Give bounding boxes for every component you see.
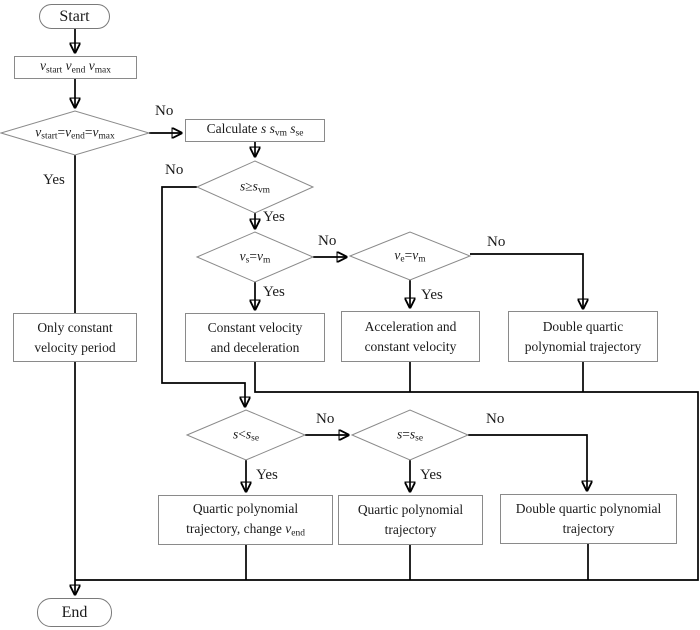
quartic-line2: trajectory — [384, 522, 437, 537]
accel-const-vel-line1: Acceleration and — [364, 318, 457, 334]
double-quartic-1-line2: polynomial trajectory — [524, 338, 642, 354]
edge-cond-s-ge-svm-no-to-cond-s-lt-sse — [161, 186, 245, 406]
const-vel-decel-line1: Constant velocity — [207, 319, 303, 335]
edge-cond-s-eq-sse-no-to-double-quartic-2 — [468, 434, 587, 490]
input-velocities-label: vstart vend vmax — [40, 58, 111, 76]
end-label: End — [61, 603, 88, 621]
const-vel-decel-line2: and deceleration — [210, 339, 300, 355]
only-constant-line2: velocity period — [34, 339, 116, 355]
cond-ve-eq-vm-label: ve=vm — [394, 247, 426, 265]
quartic-change-line2: trajectory, change vend — [186, 520, 305, 539]
end-terminator: End — [37, 598, 112, 627]
cond-vs-eq-vm-label: vs=vm — [239, 248, 271, 266]
label-yes-vs-eq-vm: Yes — [263, 284, 285, 300]
cond-s-lt-sse-label: s<sse — [232, 426, 260, 444]
label-yes-all-equal: Yes — [43, 172, 65, 188]
quartic-change-line1: Quartic polynomial — [192, 501, 299, 517]
only-constant-box: Only constant velocity period — [13, 313, 137, 362]
start-terminator: Start — [39, 4, 110, 29]
double-quartic-2-line2: trajectory — [562, 521, 615, 536]
label-no-s-eq-sse: No — [486, 411, 505, 427]
cond-s-eq-sse-label: s=sse — [396, 426, 424, 444]
double-quartic-2-box: Double quartic polynomial trajectory — [500, 494, 677, 544]
cond-all-equal-label: vstart=vend=vmax — [35, 124, 115, 142]
label-no-s-lt-sse: No — [316, 411, 335, 427]
label-no-ve-eq-vm: No — [487, 234, 506, 250]
label-no-all-equal: No — [155, 103, 174, 119]
edge-cond-ve-no-to-double-quartic-1 — [470, 253, 583, 308]
input-velocities-box: vstart vend vmax — [14, 56, 137, 79]
label-yes-s-ge-svm: Yes — [263, 209, 285, 225]
label-yes-s-eq-sse: Yes — [420, 467, 442, 483]
label-no-vs-eq-vm: No — [318, 233, 337, 249]
accel-const-vel-box: Acceleration and constant velocity — [341, 311, 480, 362]
quartic-change-box: Quartic polynomial trajectory, change ve… — [158, 495, 333, 545]
only-constant-line1: Only constant — [37, 319, 113, 335]
quartic-line1: Quartic polynomial — [357, 502, 464, 518]
label-no-s-ge-svm: No — [165, 162, 184, 178]
label-yes-ve-eq-vm: Yes — [421, 287, 443, 303]
edge-row1-merge-to-bottom — [75, 362, 699, 581]
quartic-box: Quartic polynomial trajectory — [338, 495, 483, 545]
calc-distances-box: Calculate s svm sse — [185, 119, 325, 142]
calc-distances-label: Calculate s svm sse — [206, 121, 304, 139]
double-quartic-1-box: Double quartic polynomial trajectory — [508, 311, 658, 362]
double-quartic-1-line1: Double quartic — [542, 318, 624, 334]
accel-const-vel-line2: constant velocity — [364, 338, 457, 354]
cond-s-ge-svm-label: s≥svm — [239, 178, 271, 196]
label-yes-s-lt-sse: Yes — [256, 467, 278, 483]
start-label: Start — [59, 7, 90, 25]
double-quartic-2-line1: Double quartic polynomial — [515, 501, 662, 517]
const-vel-decel-box: Constant velocity and deceleration — [185, 313, 325, 362]
